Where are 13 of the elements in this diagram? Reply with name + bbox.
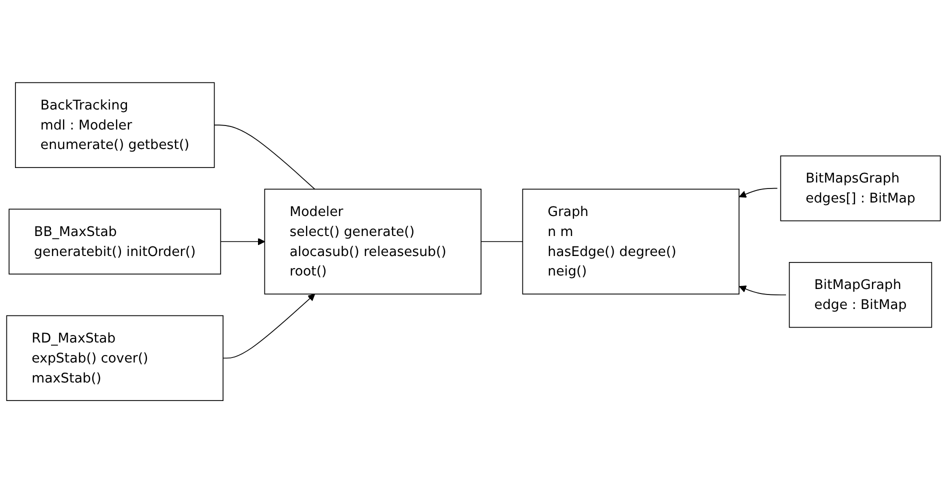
node-box: BitMapsGraph edges[] : BitMap xyxy=(780,155,941,222)
node-box: BB_MaxStab generatebit() initOrder() xyxy=(8,208,222,274)
node-box: RD_MaxStab expStab() cover() maxStab() xyxy=(6,315,224,401)
arrow xyxy=(220,238,265,246)
node-box: Graph n m hasEdge() degree() neig() xyxy=(522,188,740,294)
arrow xyxy=(739,285,786,296)
connector xyxy=(214,124,316,190)
arrow xyxy=(739,188,778,198)
node-box: Modeler select() generate() alocasub() releasesub() root() xyxy=(264,188,482,294)
arrow xyxy=(222,294,316,358)
connector xyxy=(480,241,524,242)
node-box: BitMapGraph edge : BitMap xyxy=(788,262,932,328)
node-box: BackTracking mdl : Modeler enumerate() getbest() xyxy=(15,82,215,168)
